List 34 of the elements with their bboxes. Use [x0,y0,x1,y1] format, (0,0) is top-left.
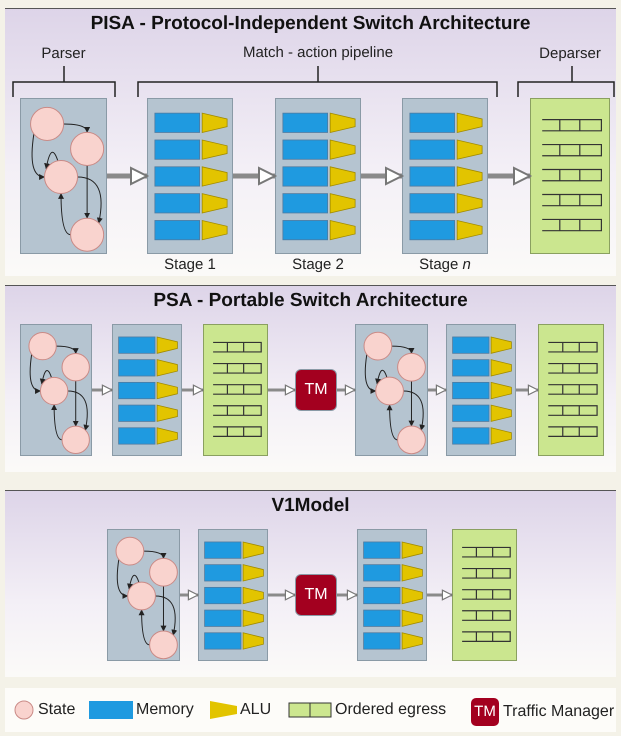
legend-swatch: TM [471,698,499,726]
legend-label: Ordered egress [335,701,446,718]
arrow [92,384,113,396]
stage-label: Stage 2 [291,256,345,273]
arrow [182,384,204,396]
panel-title: PISA - Protocol-Independent Switch Architecture [90,13,532,35]
stage-label: Stage 1 [163,256,217,273]
block-heading: Parser [40,45,87,62]
legend-label: State [38,701,76,718]
legend-label: Memory [136,701,194,718]
stage-label: Stage n [418,256,472,273]
arrow [361,167,403,185]
traffic-manager-box: TM [295,574,337,616]
arrow [233,167,276,185]
group-heading: Match - action pipeline [242,44,394,61]
legend-label: Traffic Manager [503,703,614,720]
arrow [180,590,199,600]
arrow [107,167,148,185]
traffic-manager-box: TM [295,369,337,411]
block-heading: Deparser [538,45,602,62]
arrow [516,384,539,396]
arrow [427,590,453,600]
arrow [428,384,447,396]
panel-title: V1Model [270,495,351,517]
panel [5,285,616,472]
panel [5,490,616,677]
arrow [337,590,358,600]
arrow [268,590,296,600]
arrow [488,167,531,185]
arrow [268,384,296,396]
arrow [337,384,356,396]
panel [5,8,616,276]
legend-label: ALU [240,701,272,718]
panel-title: PSA - Portable Switch Architecture [152,290,469,312]
